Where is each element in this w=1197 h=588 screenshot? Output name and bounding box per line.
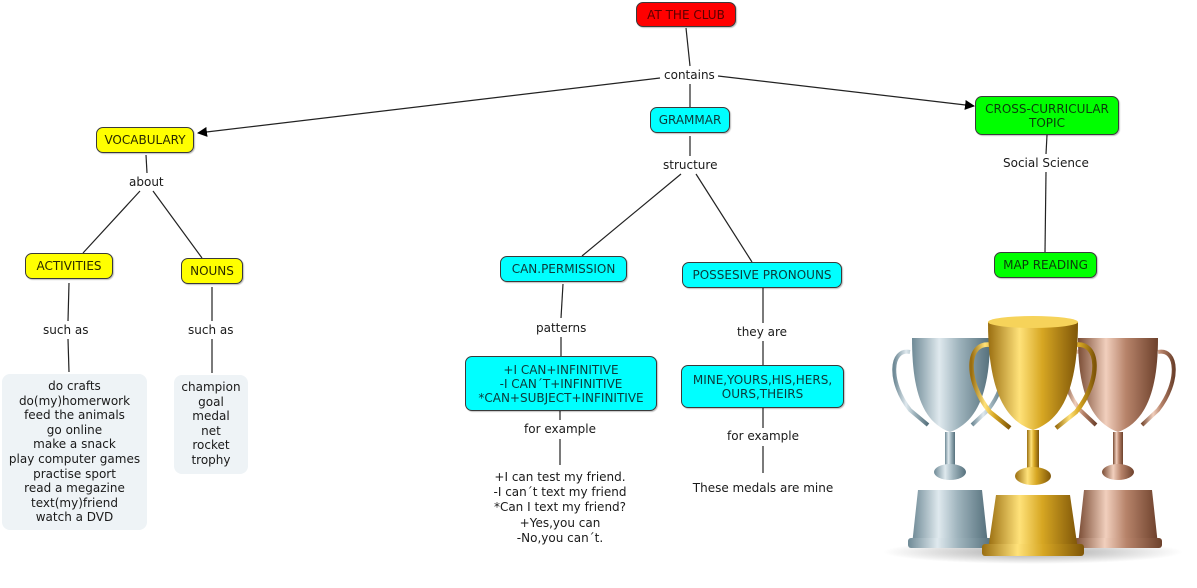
- link-about-nouns: [152, 190, 203, 259]
- node-activities-label: ACTIVITIES: [36, 259, 102, 273]
- node-possesive-pronouns-label: POSSESIVE PRONOUNS: [692, 268, 832, 282]
- activity-item: watch a DVD: [35, 510, 114, 525]
- link-label-about: about: [127, 175, 166, 189]
- link-contains-vocabulary: [197, 77, 661, 137]
- node-nouns-label: NOUNS: [190, 264, 234, 278]
- node-at-the-club-label: AT THE CLUB: [647, 7, 725, 22]
- activity-item: do crafts: [48, 379, 101, 393]
- activity-item: read a megazine: [24, 481, 125, 496]
- node-at-the-club[interactable]: AT THE CLUB: [636, 2, 736, 27]
- pronoun-line: MINE,YOURS,HIS,HERS,: [692, 372, 833, 387]
- node-map-reading-label: MAP READING: [1003, 258, 1088, 272]
- node-vocabulary-label: VOCABULARY: [104, 133, 186, 147]
- silver-trophy-icon: [892, 338, 1006, 548]
- link-label-for-example-can: for example: [522, 422, 598, 436]
- link-vocab-about: [145, 154, 148, 174]
- link-label-such-as-nouns: such as: [186, 323, 236, 337]
- noun-item: champion: [181, 380, 241, 394]
- link-structure-can: [581, 173, 682, 257]
- noun-item: medal: [192, 409, 230, 424]
- activity-item: do(my)homerwork: [18, 393, 131, 408]
- link-cross-social: [1045, 134, 1048, 155]
- link-label-such-as-activities: such as: [41, 323, 91, 337]
- node-vocabulary[interactable]: VOCABULARY: [96, 127, 194, 153]
- node-can-permission[interactable]: CAN.PERMISSION: [500, 256, 627, 282]
- activity-item: make a snack: [33, 437, 116, 452]
- example-line: +I can test my friend.: [494, 470, 626, 484]
- link-label-structure: structure: [661, 158, 720, 172]
- link-label-social-science: Social Science: [1001, 156, 1091, 170]
- link-activities-suchas: [67, 282, 70, 322]
- link-label-patterns: patterns: [534, 321, 589, 335]
- possessive-example: These medals are mine: [692, 481, 834, 495]
- pronoun-line: OURS,THEIRS: [721, 386, 804, 401]
- node-grammar[interactable]: GRAMMAR: [650, 107, 730, 133]
- link-contains-cross: [717, 75, 975, 110]
- link-label-contains: contains: [662, 68, 717, 82]
- noun-item: rocket: [192, 438, 230, 453]
- link-root-contains: [685, 27, 691, 67]
- pattern-line: *CAN+SUBJECT+INFINITIVE: [478, 390, 644, 405]
- cross-curricular-line: CROSS-CURRICULAR: [985, 101, 1109, 116]
- noun-item: goal: [198, 394, 224, 409]
- example-line: +Yes,you can: [519, 515, 601, 530]
- node-possesive-pronouns[interactable]: POSSESIVE PRONOUNS: [682, 262, 842, 288]
- link-can-patterns: [560, 283, 564, 319]
- nouns-list: champion goal medal net rocket trophy: [174, 375, 248, 474]
- node-can-patterns[interactable]: +I CAN+INFINITIVE -I CAN´T+INFINITIVE *C…: [465, 356, 657, 411]
- gold-trophy-icon: [969, 316, 1097, 556]
- activities-list: do crafts do(my)homerwork feed the anima…: [2, 374, 147, 530]
- node-map-reading[interactable]: MAP READING: [994, 252, 1097, 278]
- example-line: *Can I text my friend?: [493, 500, 627, 515]
- node-cross-curricular-topic[interactable]: CROSS-CURRICULAR TOPIC: [975, 96, 1119, 135]
- example-line: -No,you can´t.: [516, 530, 604, 545]
- bronze-trophy-icon: [1062, 338, 1176, 548]
- pattern-line: -I CAN´T+INFINITIVE: [499, 376, 623, 391]
- activity-item: play computer games: [8, 451, 141, 466]
- node-pronoun-list[interactable]: MINE,YOURS,HIS,HERS, OURS,THEIRS: [681, 365, 844, 408]
- node-nouns[interactable]: NOUNS: [181, 258, 243, 284]
- activity-item: text(my)friend: [31, 495, 118, 510]
- noun-item: trophy: [191, 452, 231, 467]
- link-label-for-example-poss: for example: [725, 429, 801, 443]
- node-grammar-label: GRAMMAR: [658, 113, 722, 127]
- link-suchas-list: [67, 338, 70, 373]
- example-line: -I can´t text my friend: [493, 485, 627, 500]
- link-about-activities: [82, 190, 141, 254]
- trophies-image: [883, 316, 1183, 564]
- node-activities[interactable]: ACTIVITIES: [25, 253, 113, 279]
- link-social-map: [1044, 171, 1047, 253]
- can-examples: +I can test my friend. -I can´t text my …: [470, 470, 650, 546]
- activity-item: practise sport: [33, 466, 116, 481]
- node-can-permission-label: CAN.PERMISSION: [511, 262, 616, 276]
- link-label-they-are: they are: [735, 325, 790, 339]
- activity-item: go online: [46, 422, 103, 437]
- link-structure-poss: [695, 173, 753, 263]
- noun-item: net: [201, 423, 221, 438]
- cross-curricular-line: TOPIC: [1029, 115, 1065, 130]
- pattern-line: +I CAN+INFINITIVE: [503, 362, 619, 377]
- activity-item: feed the animals: [24, 408, 125, 423]
